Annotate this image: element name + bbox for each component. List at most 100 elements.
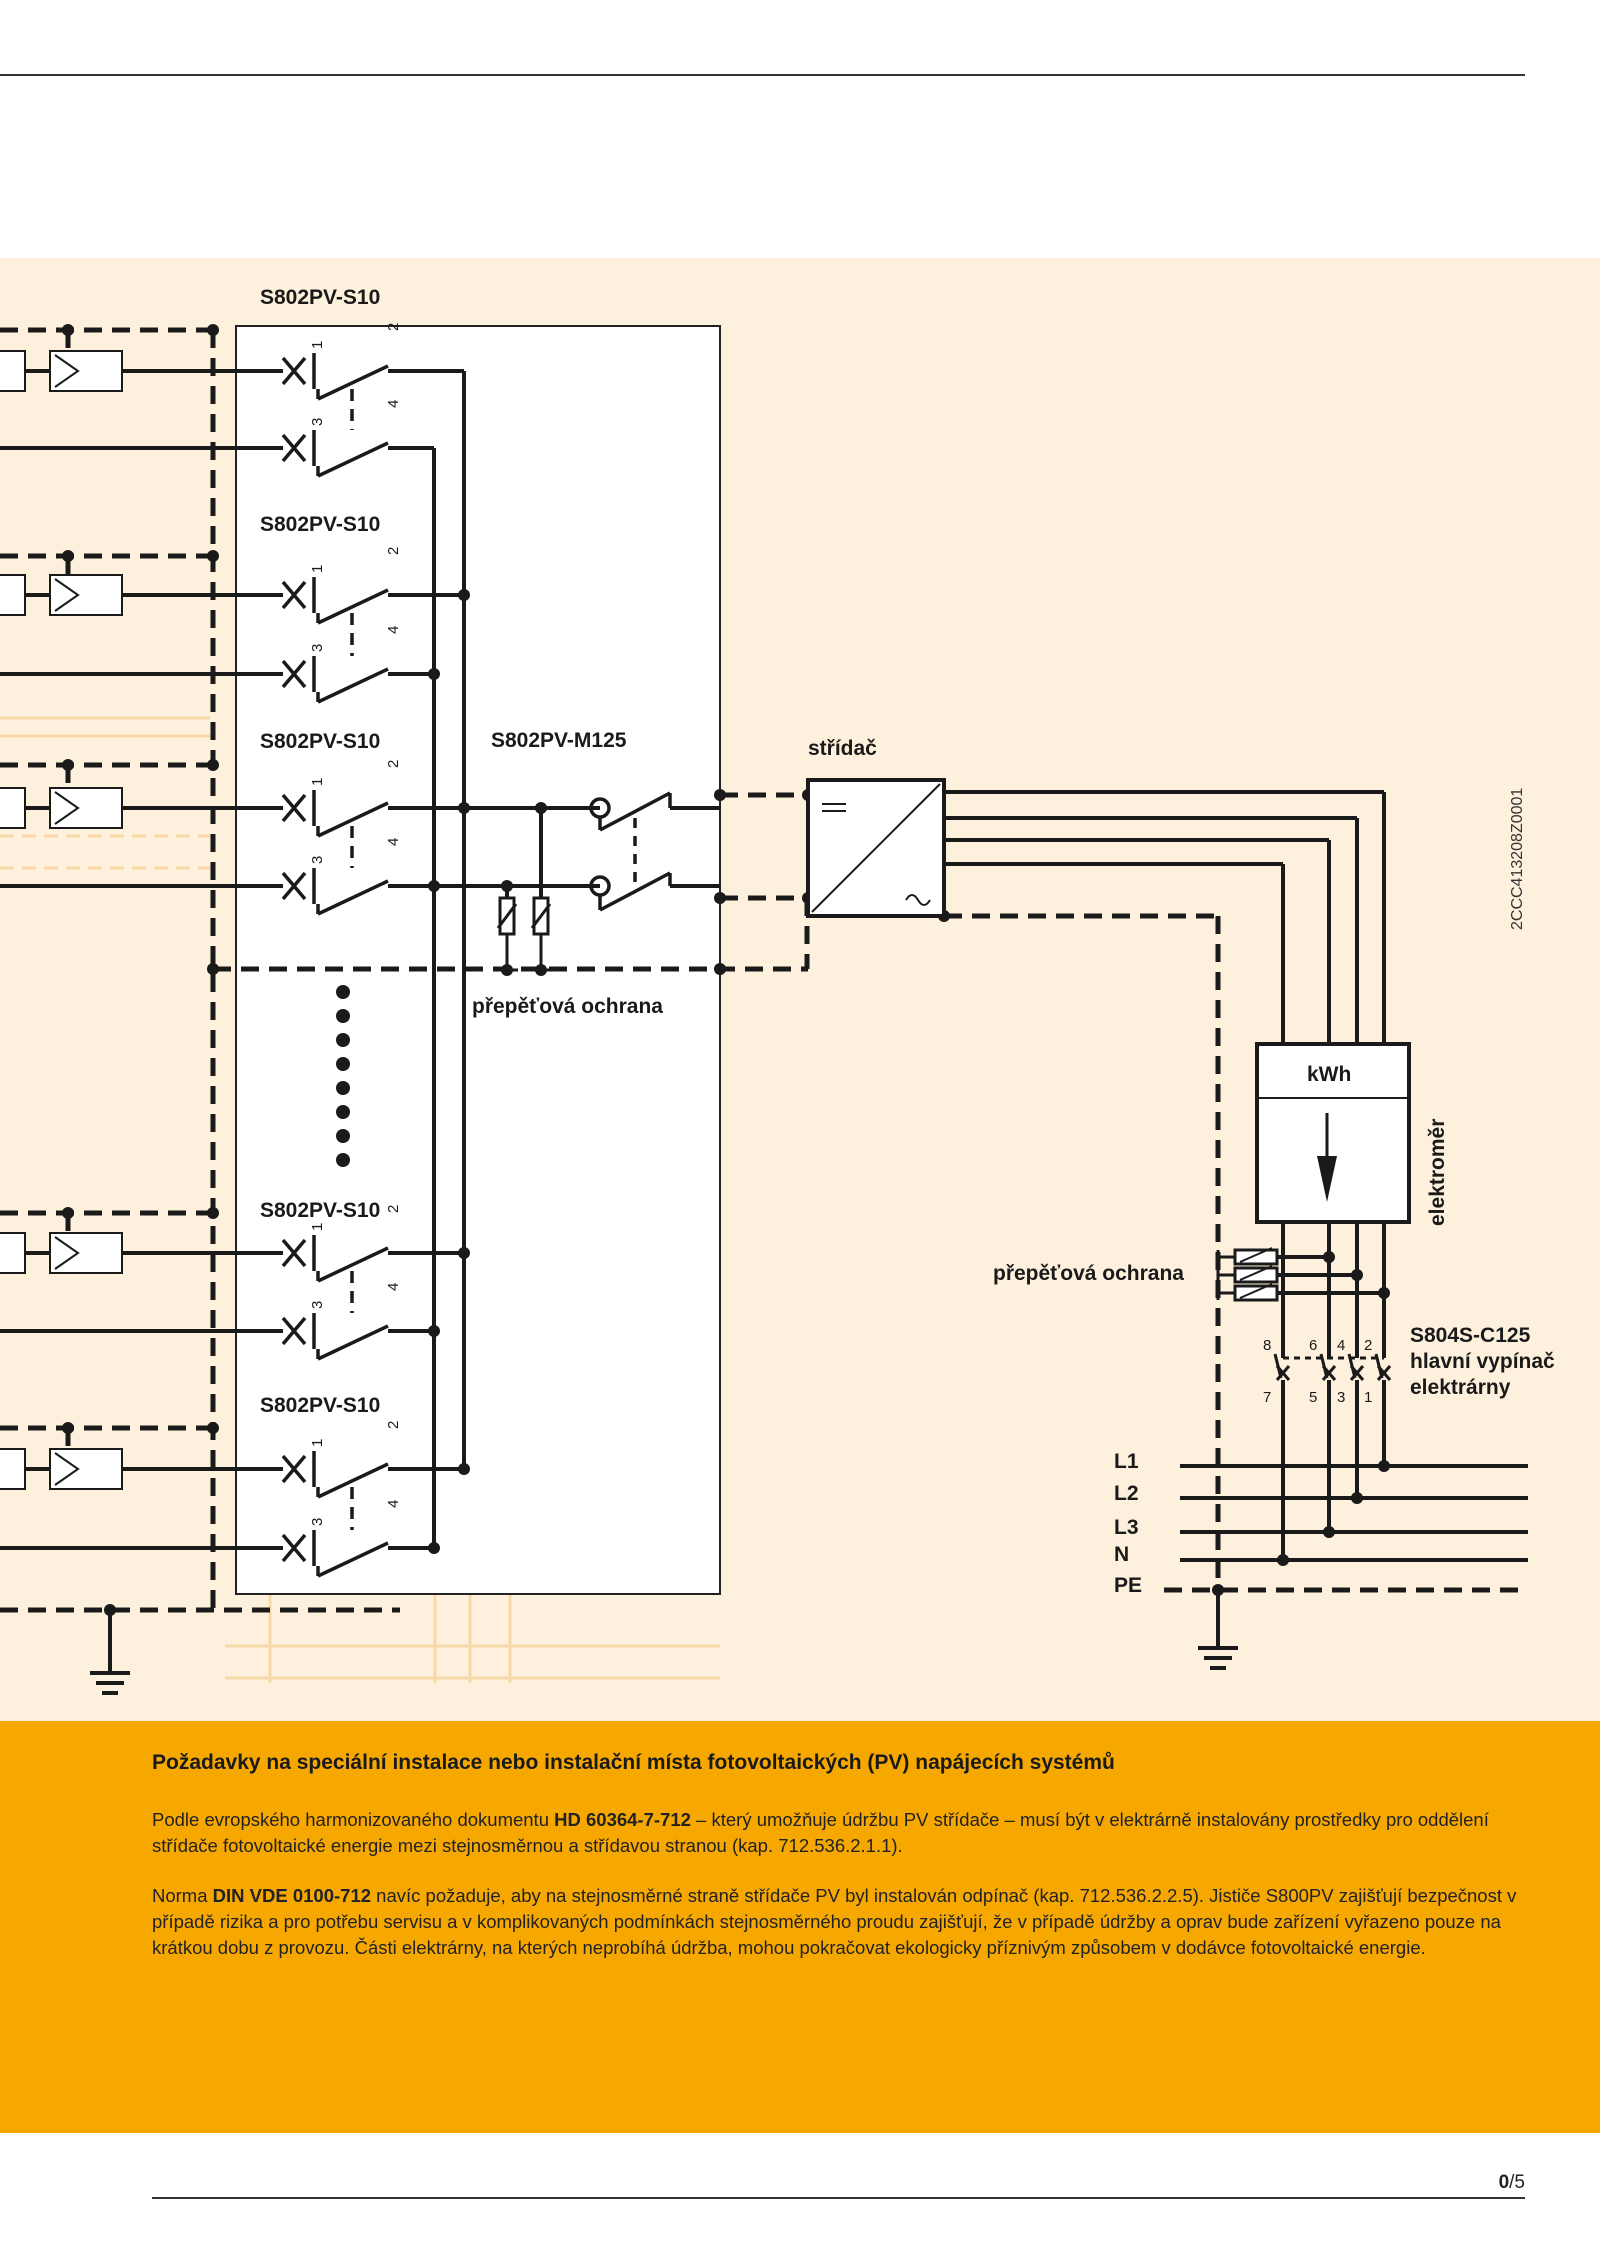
main-switch-line1: hlavní vypínač xyxy=(1410,1350,1555,1373)
diode-icon xyxy=(54,1452,80,1486)
pv-module xyxy=(49,574,123,616)
pv-module xyxy=(49,1448,123,1490)
info-panel: Požadavky na speciální instalace nebo in… xyxy=(0,1721,1600,2133)
junction-dot xyxy=(714,892,726,904)
junction-dot xyxy=(428,668,440,680)
breaker-x-mark xyxy=(281,1454,307,1484)
breaker-x-mark xyxy=(281,871,307,901)
junction-dot xyxy=(62,324,74,336)
bus-label-l3: L3 xyxy=(1114,1516,1139,1539)
breaker-contact xyxy=(317,1246,389,1283)
main-switch-pin: 5 xyxy=(1309,1389,1317,1406)
junction-dot xyxy=(458,1247,470,1259)
breaker-x-mark xyxy=(281,1238,307,1268)
main-switch-pin: 2 xyxy=(1364,1337,1372,1354)
breaker-x-mark xyxy=(281,356,307,386)
bus-label-pe: PE xyxy=(1114,1574,1142,1597)
breaker-pin-label: 1 xyxy=(309,565,326,573)
breaker-pin-label: 1 xyxy=(309,1439,326,1447)
junction-dot xyxy=(207,759,219,771)
breaker-x-mark xyxy=(281,1533,307,1563)
diode-icon xyxy=(54,1236,80,1270)
info-paragraph-1: Podle evropského harmonizovaného dokumen… xyxy=(152,1809,1489,1856)
breaker-label-4: S802PV-S10 xyxy=(260,1199,380,1222)
figure-code: 2CCC413208Z0001 xyxy=(1509,788,1526,930)
main-switch-pin: 6 xyxy=(1309,1337,1317,1354)
bottom-rule xyxy=(152,2197,1525,2199)
pv-module xyxy=(0,787,26,829)
junction-dot xyxy=(207,1422,219,1434)
pv-module xyxy=(49,787,123,829)
junction-dot xyxy=(207,963,219,975)
junction-dot xyxy=(535,802,547,814)
pv-module xyxy=(0,1232,26,1274)
main-switch-pin: 7 xyxy=(1263,1389,1271,1406)
main-switch-pin: 1 xyxy=(1364,1389,1372,1406)
dc-surge-label: přepěťová ochrana xyxy=(472,995,663,1018)
breaker-pin-label: 4 xyxy=(385,1500,402,1508)
junction-dot xyxy=(428,880,440,892)
pv-module xyxy=(0,574,26,616)
pv-module xyxy=(49,1232,123,1274)
breaker-contact xyxy=(317,667,389,704)
switch-x-mark xyxy=(1321,1365,1337,1381)
main-switch-pin: 3 xyxy=(1337,1389,1345,1406)
junction-dot xyxy=(1323,1251,1335,1263)
junction-dot xyxy=(1323,1526,1335,1538)
junction-dot xyxy=(714,789,726,801)
junction-dot xyxy=(207,1207,219,1219)
breaker-pin-label: 4 xyxy=(385,1283,402,1291)
breaker-x-mark xyxy=(281,659,307,689)
main-switch-line2: elektrárny xyxy=(1410,1376,1511,1399)
breaker-x-mark xyxy=(281,433,307,463)
background-watermark xyxy=(0,716,720,1683)
info-heading: Požadavky na speciální instalace nebo in… xyxy=(152,1751,1115,1774)
bus-label-l1: L1 xyxy=(1114,1450,1139,1473)
pv-module xyxy=(0,350,26,392)
breaker-pin-label: 3 xyxy=(309,1301,326,1309)
ac-surge-label: přepěťová ochrana xyxy=(993,1262,1184,1285)
breaker-contact xyxy=(317,1324,389,1361)
breaker-pin-label: 1 xyxy=(309,778,326,786)
junction-dot xyxy=(428,1542,440,1554)
energy-meter xyxy=(1255,1042,1411,1224)
breaker-pin-label: 3 xyxy=(309,1518,326,1526)
ground-symbol-right xyxy=(1198,1588,1238,1670)
breaker-pin-label: 1 xyxy=(309,1223,326,1231)
breaker-label-2: S802PV-S10 xyxy=(260,513,380,536)
junction-dot xyxy=(1351,1492,1363,1504)
meter-unit: kWh xyxy=(1307,1063,1351,1086)
disconnector-label: S802PV-M125 xyxy=(491,729,627,752)
junction-dot xyxy=(1351,1269,1363,1281)
junction-dot xyxy=(1378,1460,1390,1472)
breaker-x-mark xyxy=(281,580,307,610)
inverter-label: střídač xyxy=(808,737,877,760)
breaker-enclosure xyxy=(235,325,721,1595)
breaker-pin-label: 2 xyxy=(385,323,402,331)
junction-dot xyxy=(428,1325,440,1337)
breaker-pin-label: 2 xyxy=(385,547,402,555)
junction-dot xyxy=(62,1207,74,1219)
junction-dot xyxy=(714,963,726,975)
breaker-contact xyxy=(317,588,389,625)
junction-dot xyxy=(458,802,470,814)
diode-icon xyxy=(54,354,80,388)
breaker-contact xyxy=(317,801,389,838)
main-switch-pin: 8 xyxy=(1263,1337,1271,1354)
junction-dot xyxy=(207,550,219,562)
info-paragraph-2: Norma DIN VDE 0100-712 navíc požaduje, a… xyxy=(152,1885,1517,1958)
junction-dot xyxy=(1378,1287,1390,1299)
junction-dot xyxy=(501,880,513,892)
switch-x-mark xyxy=(1349,1365,1365,1381)
bus-label-l2: L2 xyxy=(1114,1482,1139,1505)
junction-dot xyxy=(458,1463,470,1475)
breaker-x-mark xyxy=(281,793,307,823)
inverter-box xyxy=(806,778,946,918)
breaker-label-3: S802PV-S10 xyxy=(260,730,380,753)
junction-dot xyxy=(207,324,219,336)
breaker-contact xyxy=(317,364,389,401)
junction-dot xyxy=(62,1422,74,1434)
breaker-pin-label: 3 xyxy=(309,644,326,652)
breaker-pin-label: 3 xyxy=(309,856,326,864)
breaker-pin-label: 2 xyxy=(385,1205,402,1213)
